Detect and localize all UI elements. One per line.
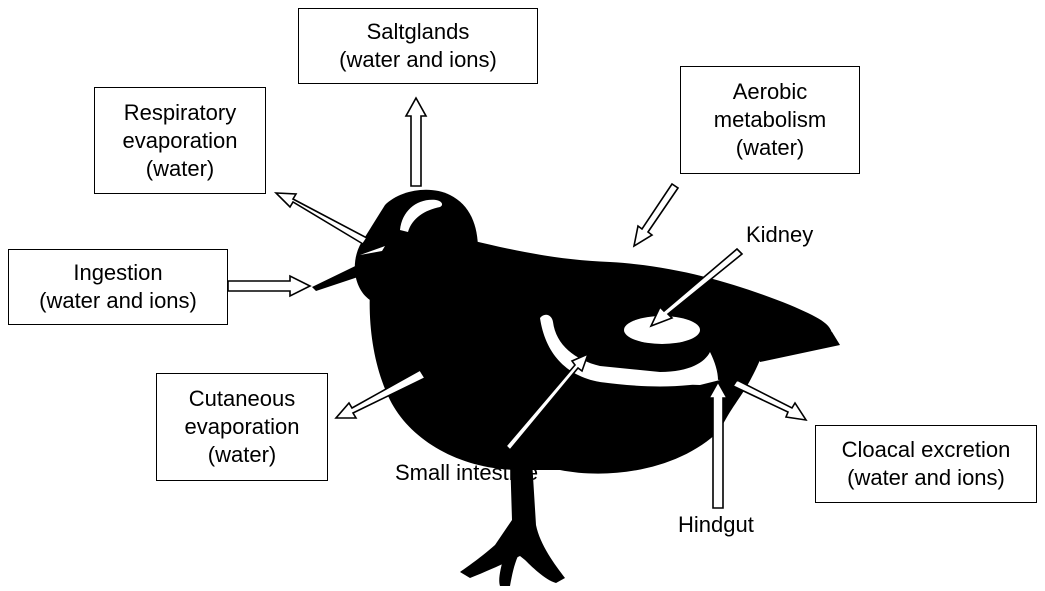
arrow-respiratory [276,193,367,244]
box-cutaneous: Cutaneous evaporation (water) [156,373,328,481]
cloacal-line-2: (water and ions) [847,464,1005,492]
aerobic-line-1: Aerobic [733,78,808,106]
ingestion-line-2: (water and ions) [39,287,197,315]
arrow-aerobic [634,184,678,246]
box-respiratory: Respiratory evaporation (water) [94,87,266,194]
label-kidney: Kidney [746,222,813,248]
box-saltglands: Saltglands (water and ions) [298,8,538,84]
respiratory-line-2: evaporation [123,127,238,155]
cloacal-line-1: Cloacal excretion [842,436,1011,464]
saltglands-line-1: Saltglands [367,18,470,46]
arrow-saltglands [406,98,426,186]
box-ingestion: Ingestion (water and ions) [8,249,228,325]
arrow-cloacal [733,380,806,420]
arrow-ingestion [228,276,310,296]
cutaneous-line-3: (water) [208,441,276,469]
label-hindgut: Hindgut [678,512,754,538]
cutaneous-line-2: evaporation [185,413,300,441]
box-aerobic: Aerobic metabolism (water) [680,66,860,174]
box-cloacal: Cloacal excretion (water and ions) [815,425,1037,503]
ingestion-line-1: Ingestion [73,259,162,287]
label-small-intestine: Small intestine [395,460,538,486]
cutaneous-line-1: Cutaneous [189,385,295,413]
respiratory-line-3: (water) [146,155,214,183]
respiratory-line-1: Respiratory [124,99,236,127]
aerobic-line-3: (water) [736,134,804,162]
saltglands-line-2: (water and ions) [339,46,497,74]
aerobic-line-2: metabolism [714,106,826,134]
